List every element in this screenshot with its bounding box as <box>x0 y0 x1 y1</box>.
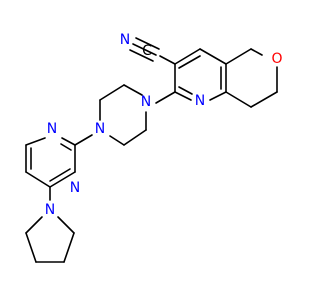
bond-c4-c4a <box>199 48 227 65</box>
bond-pyr-1 <box>57 216 75 234</box>
molecule-structure: C N O N N N N N N <box>25 32 283 263</box>
bond-ch2-c8a <box>225 91 252 108</box>
bond-pym-1 <box>61 137 76 146</box>
bond-ch2-ch2 <box>250 91 278 108</box>
bond-c3-c4-inner <box>178 55 201 69</box>
bond-pym-1-inner <box>60 143 72 151</box>
bond-pip-4 <box>109 135 125 146</box>
bond-cn-to-ring <box>159 55 176 65</box>
bond-c8a-n <box>209 91 227 101</box>
bond-c3-c4 <box>174 48 201 65</box>
bond-pyr-2 <box>63 232 75 263</box>
structure-canvas: C N O N N N N N N <box>25 32 283 263</box>
bond-n-c2-inner <box>178 86 193 95</box>
pyrimidine-nitrogen-1-label: N <box>47 121 57 137</box>
bond-c-n-triple-b <box>135 37 160 50</box>
pyran-oxygen-label: O <box>271 51 282 67</box>
bond-pyr-5 <box>25 216 43 234</box>
bond-c4a-ch2 <box>225 48 252 65</box>
bond-n-c2 <box>174 91 192 101</box>
atom-labels: C N O N N N N N N <box>45 32 283 218</box>
bond-piperazine-pyrimidine <box>74 134 93 146</box>
bond-c-n-triple-a <box>132 43 157 56</box>
bond-pyr-4 <box>25 232 37 263</box>
bond-lines <box>25 37 278 263</box>
bond-pym-2 <box>25 137 46 146</box>
pyrimidine-nitrogen-3-label: N <box>70 180 80 196</box>
nitrile-nitrogen-label: N <box>120 32 130 48</box>
bond-ch2-o <box>250 48 263 56</box>
nitrile-carbon-label: C <box>142 43 152 59</box>
bond-c-n-triple-c <box>129 49 154 62</box>
pyridine-nitrogen-label: N <box>195 93 205 109</box>
bond-pip-1 <box>123 84 143 96</box>
piperazine-nitrogen-bottom-label: N <box>95 121 105 137</box>
bond-pym-4 <box>25 171 51 188</box>
bond-pym-5 <box>49 171 76 188</box>
bond-c2-piperazine <box>155 91 176 104</box>
pyrrolidine-nitrogen-label: N <box>45 202 55 218</box>
bond-pym-5-inner <box>49 168 71 182</box>
bond-pip-2 <box>99 84 125 101</box>
bond-pip-5 <box>123 129 147 146</box>
piperazine-nitrogen-top-label: N <box>141 94 151 110</box>
